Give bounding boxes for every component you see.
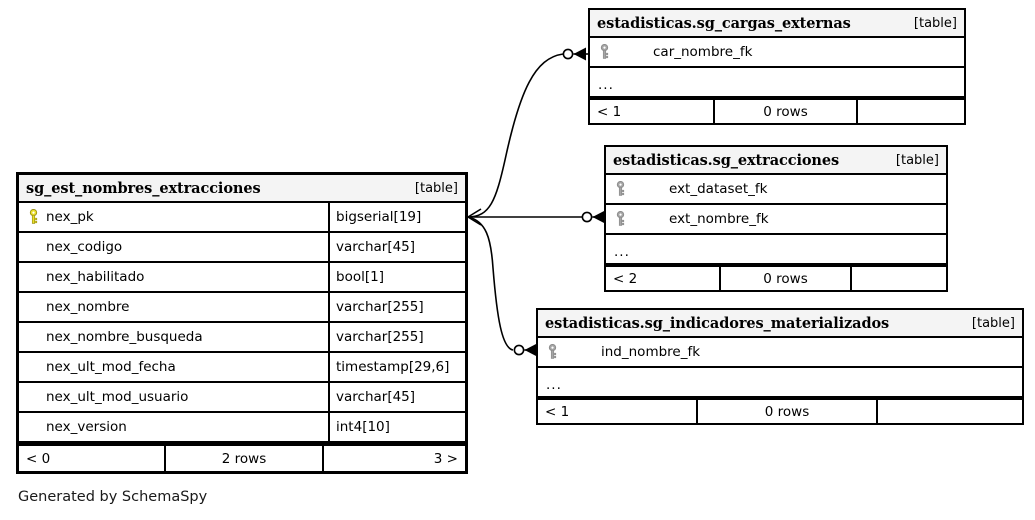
- table-sg-cargas-externas[interactable]: estadisticas.sg_cargas_externas [table] …: [588, 8, 966, 125]
- table-row[interactable]: ind_nombre_fk: [538, 338, 1022, 368]
- column-name: ext_nombre_fk: [669, 211, 769, 227]
- column-name: nex_nombre: [46, 299, 130, 315]
- table-row[interactable]: nex_codigo varchar[45]: [19, 233, 465, 263]
- table-row[interactable]: ext_nombre_fk: [606, 205, 946, 235]
- column-name: nex_habilitado: [46, 269, 145, 285]
- column-name-cell: nex_pk: [19, 203, 328, 231]
- column-name: nex_pk: [46, 209, 94, 225]
- table-name: estadisticas.sg_extracciones: [613, 151, 840, 169]
- column-name: nex_ult_mod_usuario: [46, 389, 189, 405]
- column-name: ext_dataset_fk: [669, 181, 768, 197]
- table-name: sg_est_nombres_extracciones: [26, 179, 261, 197]
- footer-children-count: [852, 267, 946, 290]
- table-footer: < 0 2 rows 3 >: [19, 443, 465, 471]
- table-row[interactable]: nex_nombre_busqueda varchar[255]: [19, 323, 465, 353]
- footer-row-count: 0 rows: [713, 100, 858, 123]
- table-sg-est-nombres-extracciones[interactable]: sg_est_nombres_extracciones [table] nex_…: [16, 172, 468, 474]
- table-footer: < 2 0 rows: [606, 265, 946, 290]
- foreign-key-icon: [616, 181, 625, 196]
- column-type: varchar[45]: [328, 383, 465, 411]
- table-row[interactable]: nex_ult_mod_fecha timestamp[29,6]: [19, 353, 465, 383]
- column-type: int4[10]: [328, 413, 465, 441]
- foreign-key-icon: [548, 344, 557, 359]
- relationship-line-cargas-externas: [467, 53, 564, 218]
- column-name-cell: nex_ult_mod_fecha: [19, 353, 328, 381]
- table-row[interactable]: nex_habilitado bool[1]: [19, 263, 465, 293]
- table-type-tag: [table]: [913, 15, 957, 31]
- footer-parents-count: < 2: [613, 270, 638, 287]
- column-type: bigserial[19]: [328, 203, 465, 231]
- column-name-cell: nex_ult_mod_usuario: [19, 383, 328, 411]
- table-row[interactable]: nex_pk bigserial[19]: [19, 203, 465, 233]
- table-name: estadisticas.sg_cargas_externas: [597, 14, 851, 32]
- generated-by-caption: Generated by SchemaSpy: [18, 489, 208, 505]
- column-type: varchar[255]: [328, 323, 465, 351]
- footer-row-count: 0 rows: [719, 267, 852, 290]
- more-columns-indicator: ...: [614, 244, 630, 260]
- column-name-cell: nex_version: [19, 413, 328, 441]
- column-name: nex_version: [46, 419, 127, 435]
- table-sg-indicadores-materializados[interactable]: estadisticas.sg_indicadores_materializad…: [536, 308, 1024, 425]
- relationship-line-indicadores: [467, 216, 514, 351]
- table-type-tag: [table]: [971, 315, 1015, 331]
- footer-children-count: [858, 100, 964, 123]
- table-row-more: ...: [606, 235, 946, 265]
- relationship-endpoint-cargas-externas: [562, 47, 588, 61]
- table-row[interactable]: nex_nombre varchar[255]: [19, 293, 465, 323]
- table-name: estadisticas.sg_indicadores_materializad…: [545, 314, 890, 332]
- footer-parents-count: < 0: [26, 450, 51, 467]
- footer-parents-count: < 1: [545, 403, 570, 420]
- table-row[interactable]: ext_dataset_fk: [606, 175, 946, 205]
- foreign-key-icon: [616, 211, 625, 226]
- column-name-cell: car_nombre_fk: [590, 38, 964, 66]
- relationship-source-foot: [467, 208, 482, 226]
- column-type: varchar[45]: [328, 233, 465, 261]
- footer-children-count: [878, 400, 1022, 423]
- column-name-cell: nex_nombre: [19, 293, 328, 321]
- column-name-cell: ext_dataset_fk: [606, 175, 946, 203]
- table-row[interactable]: car_nombre_fk: [590, 38, 964, 68]
- table-footer: < 1 0 rows: [538, 398, 1022, 423]
- column-name-cell: nex_nombre_busqueda: [19, 323, 328, 351]
- column-name-cell: nex_codigo: [19, 233, 328, 261]
- column-name-cell: ind_nombre_fk: [538, 338, 1022, 366]
- table-title-bar: sg_est_nombres_extracciones [table]: [19, 175, 465, 203]
- column-name: car_nombre_fk: [653, 44, 753, 60]
- primary-key-icon: [29, 209, 38, 224]
- column-type: timestamp[29,6]: [328, 353, 465, 381]
- more-columns-indicator: ...: [598, 77, 614, 93]
- column-name: nex_ult_mod_fecha: [46, 359, 176, 375]
- table-title-bar: estadisticas.sg_indicadores_materializad…: [538, 310, 1022, 338]
- column-type: bool[1]: [328, 263, 465, 291]
- more-columns-indicator: ...: [546, 377, 562, 393]
- column-name: nex_codigo: [46, 239, 123, 255]
- footer-row-count: 0 rows: [696, 400, 878, 423]
- footer-parents-count: < 1: [597, 103, 622, 120]
- table-row-more: ...: [538, 368, 1022, 398]
- table-row-more: ...: [590, 68, 964, 98]
- table-row[interactable]: nex_ult_mod_usuario varchar[45]: [19, 383, 465, 413]
- table-title-bar: estadisticas.sg_extracciones [table]: [606, 147, 946, 175]
- column-name: ind_nombre_fk: [601, 344, 701, 360]
- table-type-tag: [table]: [895, 152, 939, 168]
- column-name-cell: nex_habilitado: [19, 263, 328, 291]
- footer-children-count: 3 >: [433, 450, 458, 467]
- table-type-tag: [table]: [414, 180, 458, 196]
- table-title-bar: estadisticas.sg_cargas_externas [table]: [590, 10, 964, 38]
- table-sg-extracciones[interactable]: estadisticas.sg_extracciones [table] ext…: [604, 145, 948, 292]
- table-row[interactable]: nex_version int4[10]: [19, 413, 465, 443]
- column-name-cell: ext_nombre_fk: [606, 205, 946, 233]
- column-name: nex_nombre_busqueda: [46, 329, 203, 345]
- column-type: varchar[255]: [328, 293, 465, 321]
- foreign-key-icon: [600, 44, 609, 59]
- footer-row-count: 2 rows: [164, 446, 324, 471]
- table-footer: < 1 0 rows: [590, 98, 964, 123]
